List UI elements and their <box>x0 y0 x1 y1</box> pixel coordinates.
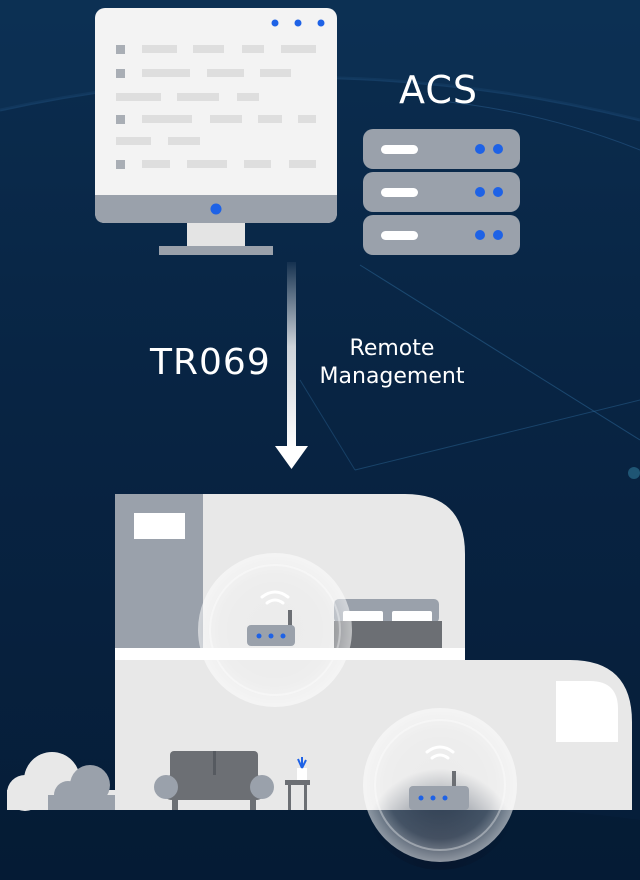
wifi-icon <box>260 590 290 605</box>
acs-label: ACS <box>399 68 478 112</box>
plant-icon <box>285 757 310 810</box>
router-icon <box>247 610 295 646</box>
monitor-icon <box>95 8 337 255</box>
router-lower <box>362 708 518 870</box>
router-upper <box>198 553 352 707</box>
remote-management-label: Remote Management <box>319 336 465 389</box>
protocol-label: TR069 <box>150 342 271 383</box>
arrow-down-icon <box>275 262 308 469</box>
cloud-icon <box>7 752 115 811</box>
router-icon <box>409 771 469 810</box>
wifi-icon <box>425 745 455 760</box>
sofa-icon <box>154 751 274 810</box>
server-rack-icon <box>363 129 520 255</box>
bed-icon <box>334 599 442 648</box>
screen-content-lines <box>116 45 316 169</box>
